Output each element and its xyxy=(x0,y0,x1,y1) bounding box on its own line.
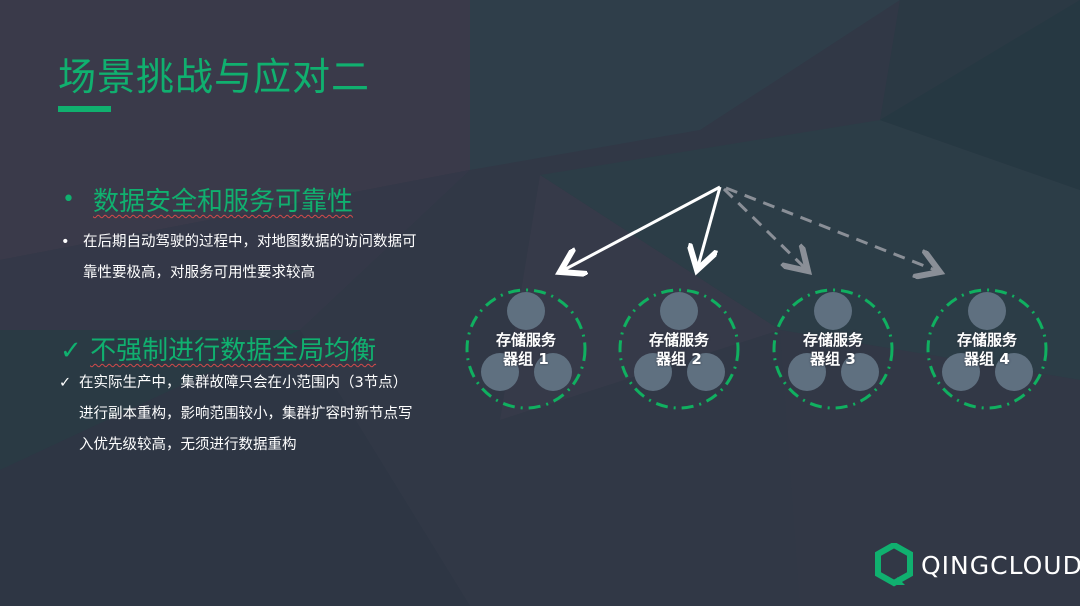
section1-body-line1: 在后期自动驾驶的过程中，对地图数据的访问数据可 xyxy=(83,234,417,250)
node-left xyxy=(634,353,672,391)
group-label-line2: 器组 2 xyxy=(656,350,702,368)
section1-body: • 在后期自动驾驶的过程中，对地图数据的访问数据可 靠性要极高，对服务可用性要求… xyxy=(61,227,417,289)
group-label-line2: 器组 4 xyxy=(964,350,1010,368)
node-right xyxy=(995,353,1033,391)
group-label: 存储服务器组 4 xyxy=(925,331,1049,369)
node-left xyxy=(481,353,519,391)
storage-group-1: 存储服务器组 1 xyxy=(464,287,588,411)
node-left xyxy=(942,353,980,391)
node-top xyxy=(660,292,698,330)
group-label-line1: 存储服务 xyxy=(648,331,709,349)
qingcloud-logo: QINGCLOUD xyxy=(875,543,1080,587)
node-top xyxy=(814,292,852,330)
arrow-to-group-1 xyxy=(560,185,721,272)
group-label: 存储服务器组 1 xyxy=(464,331,588,369)
slide-title: 场景挑战与应对二 xyxy=(58,55,371,99)
storage-group-3: 存储服务器组 3 xyxy=(771,287,895,411)
section2-heading-text: 不强制进行数据全局均衡 xyxy=(90,336,377,366)
group-label-line1: 存储服务 xyxy=(495,331,556,349)
group-label-line2: 器组 1 xyxy=(503,350,549,368)
section2-body-line2: 进行副本重构，影响范围较小，集群扩容时新节点写 xyxy=(79,406,413,422)
section1-heading-text: 数据安全和服务可靠性 xyxy=(93,187,354,217)
section2-body: ✓ 在实际生产中，集群故障只会在小范围内（3节点） 进行副本重构，影响范围较小，… xyxy=(59,368,413,461)
dashed-ring xyxy=(618,288,740,410)
node-right xyxy=(687,353,725,391)
section1-body-marker: • xyxy=(61,234,70,250)
storage-group-2: 存储服务器组 2 xyxy=(617,287,741,411)
section2-body-line3: 入优先级较高，无须进行数据重构 xyxy=(79,437,297,453)
node-top xyxy=(507,292,545,330)
group-label-line2: 器组 3 xyxy=(810,350,856,368)
arrow-to-group-2 xyxy=(697,186,722,270)
node-right xyxy=(841,353,879,391)
arrow-to-group-3 xyxy=(722,187,808,271)
section2-heading: ✓ 不强制进行数据全局均衡 xyxy=(60,334,376,368)
storage-group-4: 存储服务器组 4 xyxy=(925,287,1049,411)
group-label-line1: 存储服务 xyxy=(802,331,863,349)
dashed-ring xyxy=(465,288,587,410)
node-top xyxy=(968,292,1006,330)
section1-heading: 数据安全和服务可靠性 xyxy=(93,185,353,219)
section2-check-icon: ✓ xyxy=(59,375,72,391)
section1-body-line2: 靠性要极高，对服务可用性要求较高 xyxy=(83,265,315,281)
node-left xyxy=(788,353,826,391)
dashed-ring xyxy=(772,288,894,410)
node-right xyxy=(534,353,572,391)
section2-body-line1: 在实际生产中，集群故障只会在小范围内（3节点） xyxy=(79,375,408,391)
group-label: 存储服务器组 2 xyxy=(617,331,741,369)
section1-bullet: • xyxy=(62,187,75,212)
group-label: 存储服务器组 3 xyxy=(771,331,895,369)
check-icon: ✓ xyxy=(60,336,82,366)
group-label-line1: 存储服务 xyxy=(956,331,1017,349)
title-underline xyxy=(58,106,111,112)
dashed-ring xyxy=(926,288,1048,410)
qingcloud-logo-text: QINGCLOUD xyxy=(921,550,1080,580)
qingcloud-logo-icon xyxy=(875,543,913,587)
arrow-to-group-4 xyxy=(725,186,940,272)
